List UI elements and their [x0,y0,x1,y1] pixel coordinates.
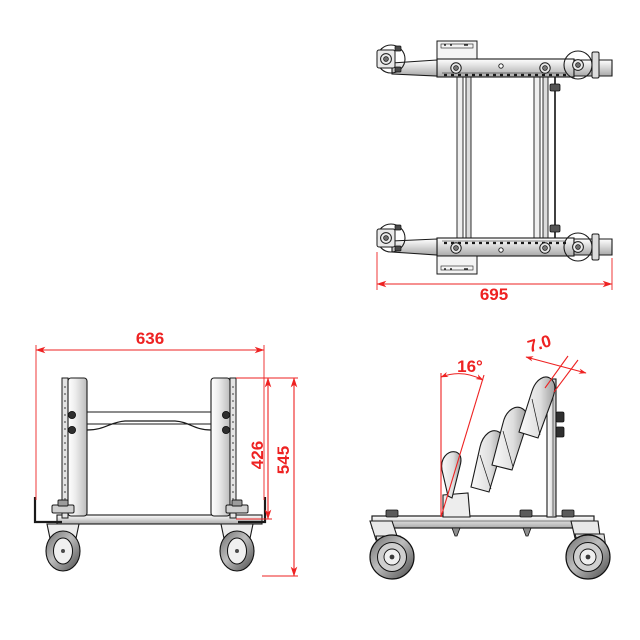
dimension-636-label: 636 [136,329,164,348]
front-view-right-post [210,377,237,519]
top-view-caster-tr [563,50,600,80]
side-view-divider-fins [441,376,556,499]
dimension-695-label: 695 [480,285,508,304]
dimension-426-label: 426 [248,441,267,469]
dimension-7-0-label: 7.0 [525,331,553,356]
dimension-426: 426 [236,377,272,520]
top-view-caster-bl [376,223,406,253]
top-view-center-rails [456,71,556,245]
dimension-16-degrees: 16° [440,357,485,518]
top-view-caster-br [563,232,600,262]
top-view-fasteners-upper [450,62,551,74]
front-view-base-rail [56,514,263,525]
top-view-upper-crossbeam [391,40,613,78]
dimension-695: 695 [376,252,613,304]
front-view-left-post [61,377,88,519]
top-view-caster-tl [376,44,406,74]
dimension-545: 545 [262,377,298,577]
front-view-caster-right [219,499,255,572]
side-view-base-deck [371,509,595,537]
top-view: 695 [376,40,613,304]
front-view-crossmember [86,411,212,431]
dimension-16-degrees-label: 16° [457,357,483,376]
dimension-636: 636 [35,329,265,500]
dimension-545-label: 545 [274,446,293,474]
front-view: 636 426 545 [33,329,298,577]
top-view-latch-hardware [549,83,561,233]
top-view-fasteners-lower [450,242,551,254]
front-view-caster-left [45,499,81,572]
side-view: 16° 7.0 [369,331,611,580]
side-view-caster-right [565,520,611,580]
side-view-caster-left [369,520,415,580]
